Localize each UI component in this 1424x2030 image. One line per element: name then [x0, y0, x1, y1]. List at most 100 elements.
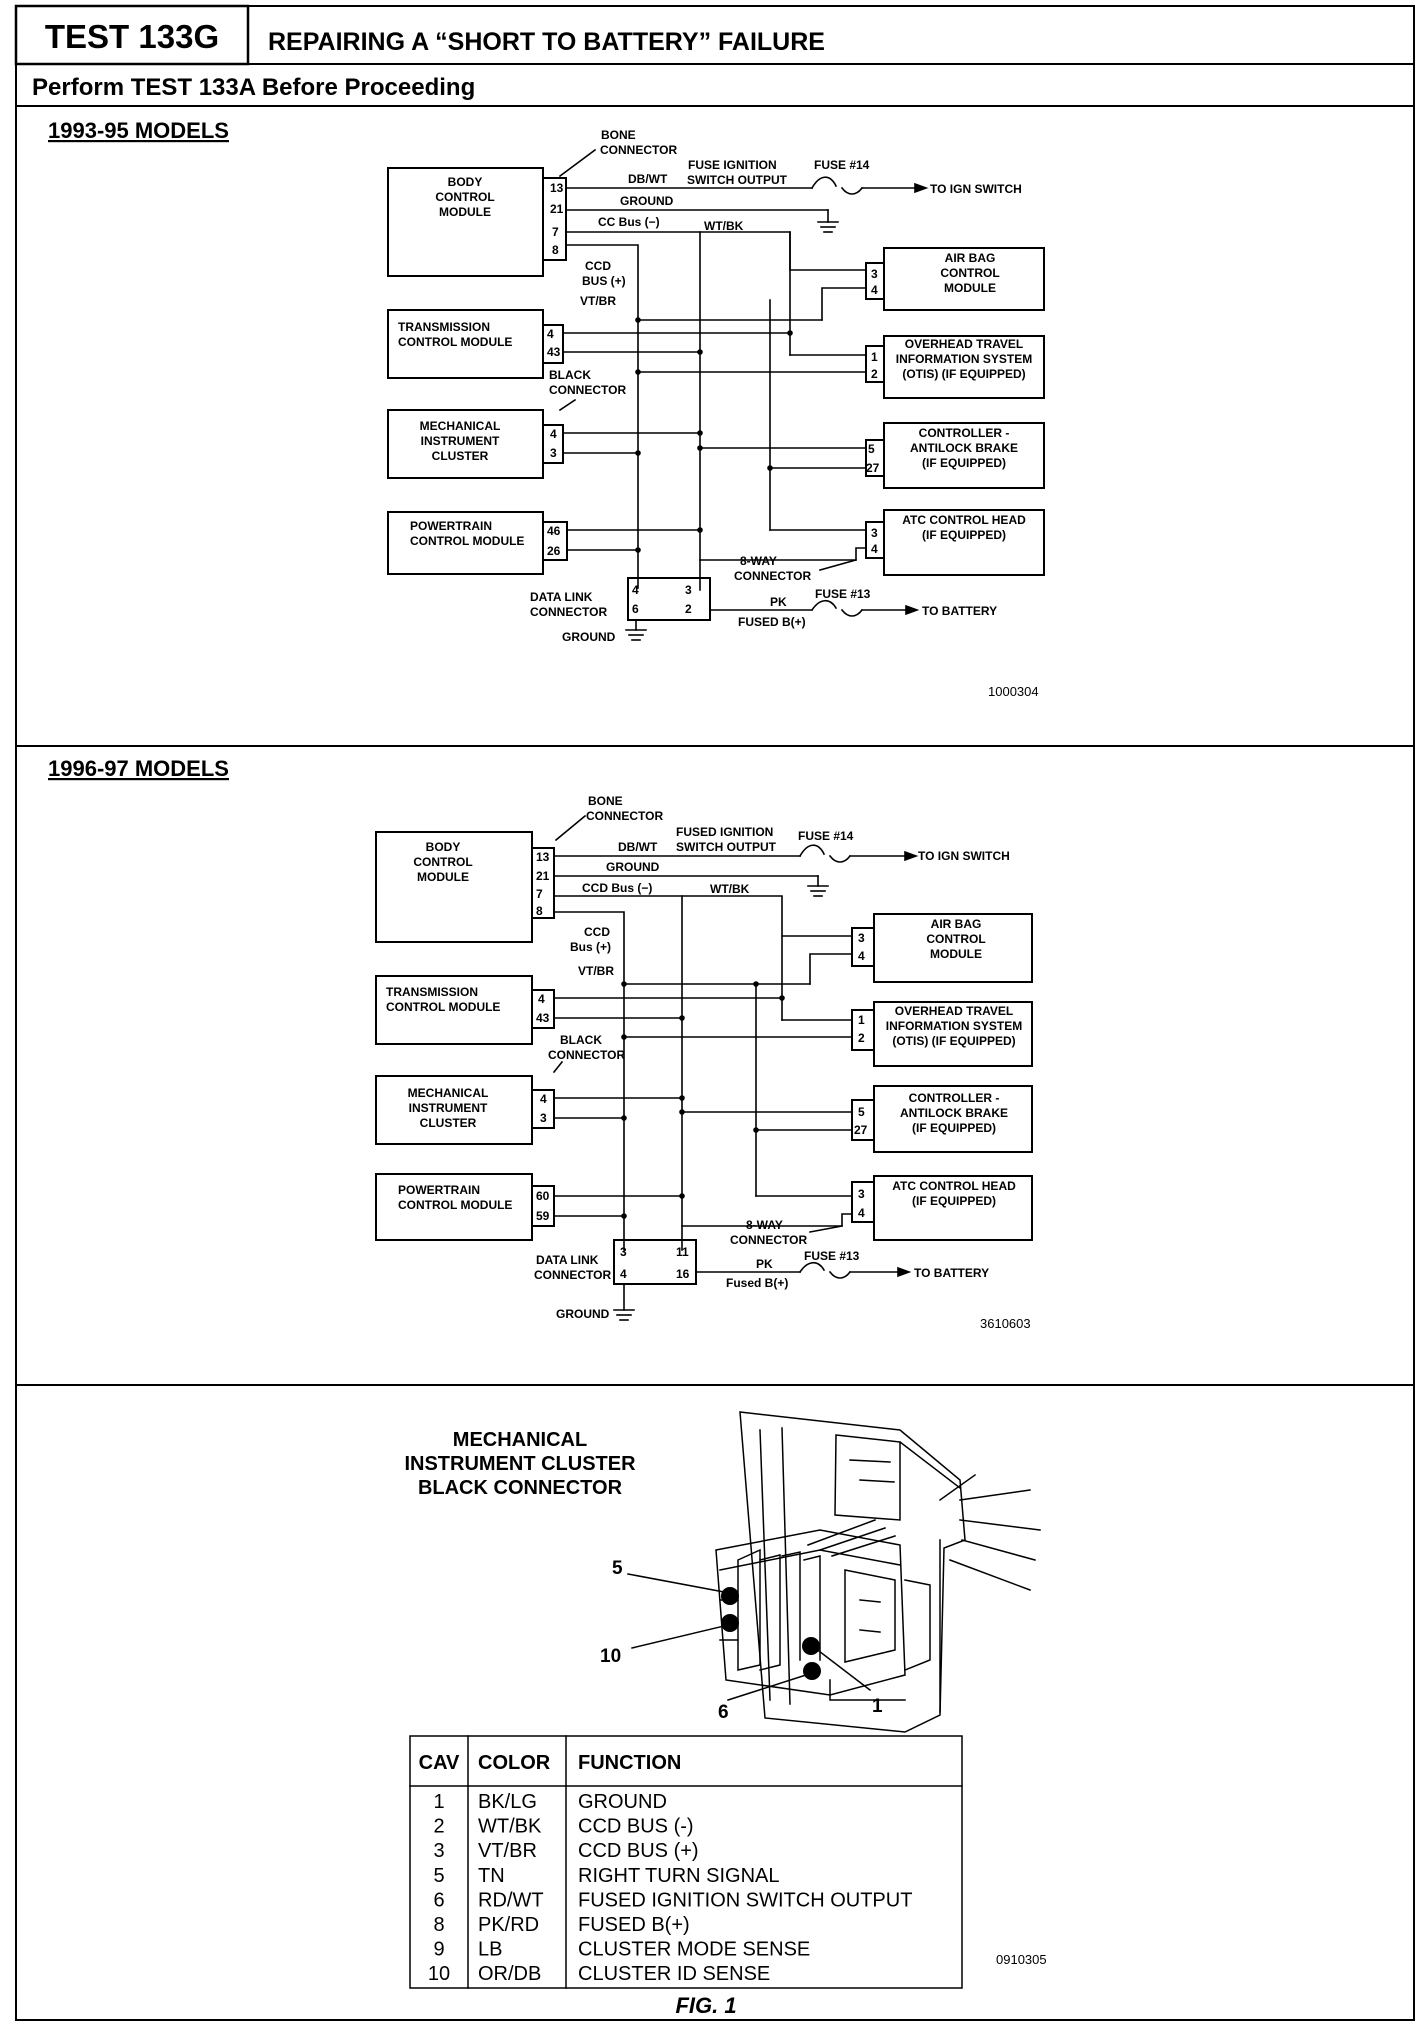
otis-connector [865, 345, 885, 383]
table-cell: 8 [433, 1914, 444, 1936]
table-cell: WT/BK [478, 1816, 542, 1838]
wire-color-label: PK [756, 1257, 773, 1271]
section-heading-1996-97: 1996-97 MODELS [48, 756, 229, 781]
otis-label: (OTIS) (IF EQUIPPED) [902, 367, 1025, 381]
table-cell: 1 [433, 1791, 444, 1813]
table-cell: CLUSTER MODE SENSE [578, 1939, 810, 1961]
abs-label: CONTROLLER - [909, 1091, 1000, 1105]
wires-1996-97 [552, 814, 919, 1321]
pin-label: 4 [632, 583, 639, 597]
section-heading-1993-95: 1993-95 MODELS [48, 118, 229, 143]
airbag-label: MODULE [930, 947, 982, 961]
connector-title: MECHANICAL [453, 1429, 587, 1451]
otis-label: INFORMATION SYSTEM [896, 352, 1032, 366]
bone-connector-label: CONNECTOR [586, 809, 663, 823]
pin-label: 2 [685, 602, 692, 616]
pin-label: 5 [868, 442, 875, 456]
pcm-label: CONTROL MODULE [410, 534, 524, 548]
bone-connector-label: BONE [601, 128, 636, 142]
pin-label: 1 [858, 1013, 865, 1027]
table-cell: 2 [433, 1816, 444, 1838]
table-cell: 6 [433, 1889, 444, 1911]
atc-label: ATC CONTROL HEAD [892, 1179, 1016, 1193]
wire-color-label: DB/WT [618, 840, 658, 854]
page-subtitle: Perform TEST 133A Before Proceeding [32, 74, 475, 101]
abs-label: (IF EQUIPPED) [922, 456, 1006, 470]
pcm-connector [531, 1185, 555, 1227]
black-connector-label: BLACK [549, 368, 591, 382]
mic-label: INSTRUMENT [421, 434, 500, 448]
callout-1: 1 [872, 1696, 883, 1717]
callout-5: 5 [612, 1558, 623, 1579]
mic-label: CLUSTER [432, 449, 489, 463]
abs-label: (IF EQUIPPED) [912, 1121, 996, 1135]
fused-b-label: Fused B(+) [726, 1276, 788, 1290]
otis-label: INFORMATION SYSTEM [886, 1019, 1022, 1033]
dlc-label: CONNECTOR [530, 605, 607, 619]
fuse-ign-label: SWITCH OUTPUT [676, 840, 777, 854]
eight-way-label: CONNECTOR [730, 1233, 807, 1247]
pin-label: 3 [858, 931, 865, 945]
pin-label: 4 [871, 542, 878, 556]
connector-section: MECHANICAL INSTRUMENT CLUSTER BLACK CONN… [404, 1411, 1047, 2018]
table-cell: GROUND [578, 1791, 667, 1813]
atc-label: (IF EQUIPPED) [922, 528, 1006, 542]
callout-10: 10 [600, 1646, 621, 1667]
pin-label: 3 [871, 526, 878, 540]
pin-label: 7 [536, 887, 543, 901]
tcm-label: TRANSMISSION [398, 320, 490, 334]
callout-leaders [627, 1573, 872, 1701]
airbag-label: MODULE [944, 281, 996, 295]
pin-label: 2 [871, 367, 878, 381]
airbag-label: AIR BAG [931, 917, 982, 931]
table-cell: 9 [433, 1939, 444, 1961]
fuse14-label: FUSE #14 [798, 829, 854, 843]
otis-connector [851, 1009, 875, 1051]
fuse13-label: FUSE #13 [815, 587, 871, 601]
table-header: CAV [419, 1752, 460, 1774]
table-cell: FUSED B(+) [578, 1914, 690, 1936]
pin-label: 27 [866, 461, 880, 475]
pin-label: 26 [547, 544, 561, 558]
black-connector-label: CONNECTOR [549, 383, 626, 397]
ground-label: GROUND [620, 194, 674, 208]
tcm-connector [542, 324, 564, 364]
pin-label: 5 [858, 1105, 865, 1119]
fuse-ign-label: SWITCH OUTPUT [687, 173, 788, 187]
airbag-connector [851, 927, 875, 967]
table-cell: RD/WT [478, 1889, 544, 1911]
pin-label: 60 [536, 1189, 550, 1203]
pin-label: 43 [547, 345, 561, 359]
tcm-connector [531, 989, 555, 1029]
pin-label: 8 [552, 243, 559, 257]
pinout-table [409, 1735, 963, 1989]
fuse-ign-label: FUSE IGNITION [688, 158, 777, 172]
ground-label: GROUND [606, 860, 660, 874]
wire-color-label: DB/WT [628, 172, 668, 186]
table-cell: OR/DB [478, 1963, 541, 1985]
ccd-minus-label: CC Bus (−) [598, 215, 660, 229]
pcm-label: CONTROL MODULE [398, 1198, 512, 1212]
abs-label: ANTILOCK BRAKE [900, 1106, 1008, 1120]
pcm-label: POWERTRAIN [398, 1183, 480, 1197]
black-connector-label: CONNECTOR [548, 1048, 625, 1062]
bcm-label: CONTROL [435, 190, 494, 204]
pin-label: 7 [552, 225, 559, 239]
wire-color-label: WT/BK [704, 219, 744, 233]
pin-label: 4 [538, 992, 545, 1006]
pcm-connector [542, 521, 568, 561]
mic-label: MECHANICAL [420, 419, 501, 433]
bcm-label: CONTROL [413, 855, 472, 869]
ground-label: GROUND [562, 630, 616, 644]
pin-label: 4 [871, 283, 878, 297]
otis-label: (OTIS) (IF EQUIPPED) [892, 1034, 1015, 1048]
abs-label: ANTILOCK BRAKE [910, 441, 1018, 455]
fuse13-label: FUSE #13 [804, 1249, 860, 1263]
wire-color-label: WT/BK [710, 882, 750, 896]
wiring-diagram-1993-95: 1993-95 MODELS [48, 118, 1045, 699]
eight-way-label: 8-WAY [740, 554, 777, 568]
pin-label: 27 [854, 1123, 868, 1137]
pin-label: 21 [536, 869, 550, 883]
